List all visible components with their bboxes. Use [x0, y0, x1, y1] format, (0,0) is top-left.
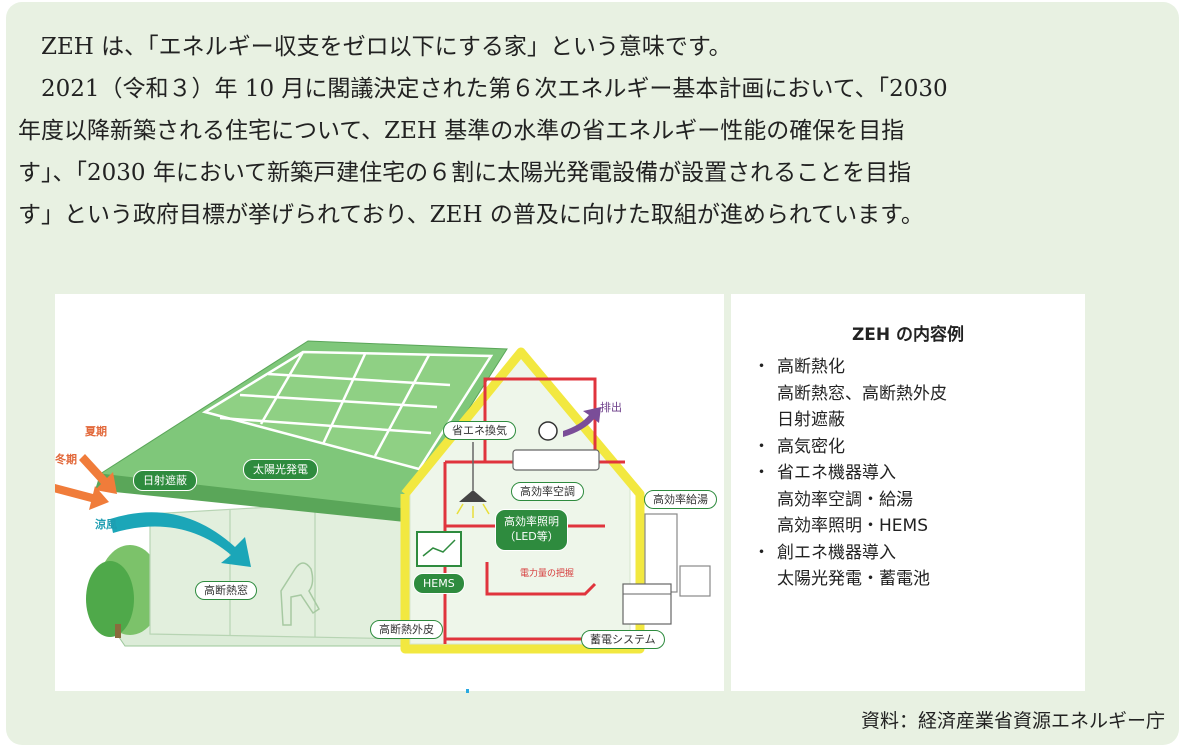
ceiling-lamp: [459, 490, 487, 502]
zeh-house-illustration: 夏期 冬期 涼風 日射遮蔽 太陽光発電 省エネ換気 排出 高効率空調 高効率給湯…: [55, 294, 724, 691]
solar-tag: 太陽光発電: [243, 459, 318, 480]
zeh-content-box: ZEH の内容例 高断熱化 高断熱窓、高断熱外皮 日射遮蔽 高気密化 省エネ機器…: [731, 294, 1085, 691]
info-subitem: 太陽光発電・蓄電池: [777, 569, 930, 589]
ventilation-tag: 省エネ換気: [443, 421, 516, 440]
intro-paragraph-2: 2021（令和３）年 10 月に閣議決定された第６次エネルギー基本計画において、…: [18, 68, 1168, 236]
intro-line-3: 年度以降新築される住宅について、ZEH 基準の水準の省エネルギー性能の確保を目指: [18, 118, 905, 144]
summer-sun-arrow: [79, 454, 117, 494]
winter-label: 冬期: [55, 453, 77, 466]
blue-marker: [466, 689, 469, 693]
info-title: ZEH の内容例: [851, 325, 965, 345]
window-tag: 高断熱窓: [195, 581, 257, 600]
lighting-label-line1: 高効率照明: [504, 515, 559, 528]
person-figure: [280, 562, 320, 626]
intro-paragraph-1: ZEH は、「エネルギー収支をゼロ以下にする家」という意味です。: [18, 26, 1168, 68]
intro-line-2: 2021（令和３）年 10 月に閣議決定された第６次エネルギー基本計画において、…: [41, 76, 948, 102]
lighting-tag: 高効率照明 （LED等）: [495, 509, 568, 551]
intro-line-5: す」という政府目標が挙げられており、ZEH の普及に向けた取組が進められています…: [18, 202, 924, 228]
water-heater-unit: [644, 513, 678, 593]
storage-battery-unit: [622, 583, 672, 625]
info-item: 高断熱化: [753, 354, 947, 381]
power-monitor-label: 電力量の把握: [520, 569, 575, 579]
cool-breeze-arrow: [110, 512, 251, 567]
cool-breeze-label: 涼風: [95, 518, 117, 531]
exhaust-label: 排出: [600, 401, 622, 414]
info-subitem: 高効率照明・HEMS: [777, 516, 928, 536]
air-conditioner-unit: [512, 449, 600, 471]
info-subitem: 日射遮蔽: [777, 410, 845, 430]
shading-tag: 日射遮蔽: [133, 470, 197, 491]
source-credit: 資料：経済産業省資源エネルギー庁: [860, 710, 1165, 732]
hems-tag: HEMS: [413, 573, 465, 594]
solar-panel-grid: [201, 350, 494, 471]
exhaust-arrow: [563, 407, 601, 437]
shrub-trunk: [115, 624, 121, 638]
envelope-tag: 高断熱外皮: [370, 620, 443, 639]
hems-monitor: [416, 531, 462, 567]
lighting-label-line2: （LED等）: [504, 529, 559, 543]
info-item: 高気密化: [753, 434, 947, 461]
winter-sun-arrow: [55, 484, 109, 510]
shrub-front: [86, 561, 134, 637]
intro-line-4: す」、「2030 年において新築戸建住宅の６割に太陽光発電設備が設置されることを…: [18, 160, 912, 186]
info-subitem: 高断熱窓、高断熱外皮: [777, 383, 947, 404]
info-subitem: 高効率空調・給湯: [777, 489, 913, 510]
info-list: 高断熱化 高断熱窓、高断熱外皮 日射遮蔽 高気密化 省エネ機器導入 高効率空調・…: [753, 354, 947, 593]
storage-tag: 蓄電システム: [581, 630, 665, 649]
info-item: 省エネ機器導入: [753, 460, 947, 487]
intro-line-1: ZEH は、「エネルギー収支をゼロ以下にする家」という意味です。: [41, 34, 732, 60]
info-item: 創エネ機器導入: [753, 540, 947, 567]
ventilation-fan: [538, 421, 558, 441]
summer-label: 夏期: [85, 425, 107, 438]
ac-tag: 高効率空調: [511, 482, 584, 501]
water-heater-tag: 高効率給湯: [644, 490, 717, 509]
